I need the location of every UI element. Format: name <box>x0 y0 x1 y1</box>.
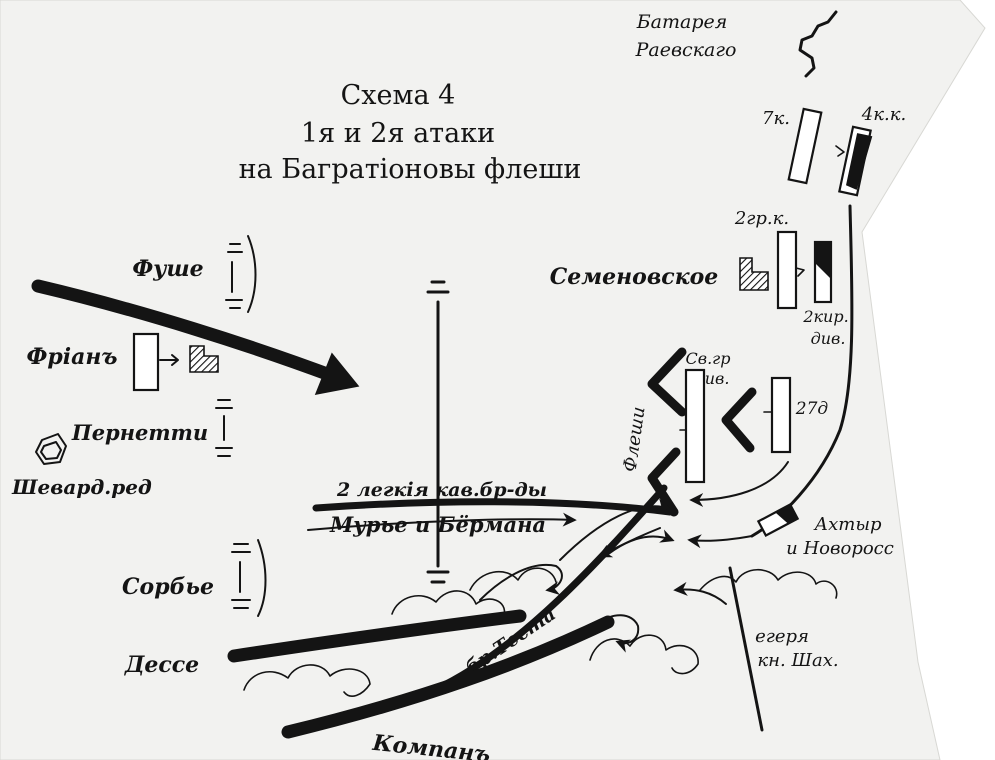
french-main-thrust-head <box>314 352 360 395</box>
egerya-label-line1: егеря <box>755 626 809 647</box>
cuir2-label-line1: 2кир. <box>802 307 848 326</box>
skirmish-line-mid <box>391 590 506 617</box>
french-arrow-fleche-1 <box>559 498 671 561</box>
russian-combined-grenadier-div: Св.гр див. <box>679 349 731 484</box>
russian-27th-div: 27д <box>763 376 829 454</box>
fushe-label: Фуше <box>132 256 203 282</box>
raevsky-redoubt-symbol <box>798 10 838 78</box>
french-fushe: Фуше <box>132 235 257 313</box>
corps7-box <box>787 107 823 185</box>
russian-4th-cav-corps: 4к.к. <box>835 104 906 197</box>
frian-label: Фріанъ <box>27 344 118 370</box>
gren2-label: 2гр.к. <box>734 208 789 229</box>
russian-2nd-grenadier-corps: 2гр.к. <box>734 208 805 310</box>
french-central-artillery <box>426 280 450 584</box>
semenovskoe-village: Семеновское <box>550 257 769 291</box>
french-pernetti: Пернетти <box>71 399 233 457</box>
central-artillery-line <box>426 280 450 584</box>
frian-symbol <box>189 345 219 373</box>
raevsky-label-line1: Батарея <box>636 11 728 33</box>
corps4cav-label: 4к.к. <box>861 104 906 125</box>
gren2-box <box>776 230 798 310</box>
raevsky-label-line2: Раевскаго <box>635 39 737 61</box>
jaegers-arrow <box>673 581 727 605</box>
frian-box <box>132 332 160 392</box>
skirmish-line-upper <box>469 567 557 591</box>
frian-tick <box>159 354 179 366</box>
sorbie-label: Сорбье <box>122 574 214 600</box>
french-frian: Фріанъ <box>27 332 219 392</box>
fushe-bracket <box>247 235 257 313</box>
subtitle-line1: 1я и 2я атаки <box>301 118 495 149</box>
french-sorbie: Сорбье <box>122 539 267 617</box>
murie-arrow <box>307 512 577 531</box>
jaegers-line <box>728 566 764 732</box>
corps4cav-solid <box>846 133 873 190</box>
egerya-label-line2: кн. Шах. <box>757 650 838 671</box>
pernetti-label: Пернетти <box>71 420 208 445</box>
skirmish-line-left <box>243 664 371 697</box>
desse-label: Дессе <box>124 652 199 678</box>
skirmish-line-right <box>699 568 838 599</box>
light-cav-label: 2 легкія кав.бр-ды <box>336 479 547 501</box>
semenovskoe-symbol <box>739 257 769 291</box>
russian-jaegers: егеря кн. Шах. <box>673 566 839 732</box>
shevard-pentagon <box>35 433 67 465</box>
corps4cav-tick <box>835 145 845 157</box>
pernetti-artillery-symbol <box>215 399 233 457</box>
shevard-pentagon-inner <box>40 441 62 460</box>
fleche-middle <box>721 387 757 453</box>
shevard-label: Шевард.ред <box>11 475 152 499</box>
akhtyr-solid <box>774 503 799 525</box>
russian-counterattack-arrow-2 <box>687 534 753 549</box>
russian-2nd-cuirassier-div: 2кир. див. <box>802 240 849 348</box>
french-hook-arrow <box>479 563 563 601</box>
testa-column <box>430 484 668 694</box>
semenovskoe-label: Семеновское <box>550 264 719 290</box>
fleche-north <box>647 347 687 417</box>
map-title: Схема 4 1я и 2я атаки на Багратіоновы фл… <box>239 80 582 185</box>
akhtyr-label-line2: и Новоросс <box>786 538 894 559</box>
svgr-label-line1: Св.гр <box>686 349 731 368</box>
skirmish-line-center <box>589 634 699 675</box>
cuir2-solid <box>814 241 832 280</box>
svgr-box <box>684 368 706 484</box>
russian-7th-corps: 7к. <box>762 107 823 185</box>
russian-counterattack-arrow-1 <box>689 461 789 507</box>
russian-akhtyr-novoross: Ахтыр и Новоросс <box>756 502 894 559</box>
akhtyr-label-line1: Ахтыр <box>812 514 882 535</box>
french-main-thrust <box>31 279 345 385</box>
fushe-artillery-symbol <box>225 243 243 309</box>
title-text: Схема 4 <box>341 80 456 111</box>
gren2-tick <box>795 267 805 277</box>
murie-label: Мурье и Бёрмана <box>329 512 546 537</box>
raevsky-battery: Батарея Раевскаго <box>635 10 838 78</box>
corps7-label: 7к. <box>762 108 790 129</box>
sorbie-bracket <box>257 539 267 617</box>
kompan-column <box>281 615 615 739</box>
french-shevard-redoubt: Шевард.ред <box>11 433 152 499</box>
french-murie-bermann: Мурье и Бёрмана <box>307 512 577 537</box>
french-light-cavalry: 2 легкія кав.бр-ды <box>312 479 674 516</box>
desse-column <box>227 609 527 663</box>
light-cav-line <box>312 498 674 516</box>
subtitle-line2: на Багратіоновы флеши <box>239 154 582 185</box>
french-desse: Дессе <box>124 609 527 678</box>
div27-box <box>770 376 792 454</box>
div27-label: 27д <box>795 399 829 419</box>
sorbie-artillery-symbol <box>231 543 251 609</box>
cuir2-label-line2: див. <box>811 329 846 348</box>
